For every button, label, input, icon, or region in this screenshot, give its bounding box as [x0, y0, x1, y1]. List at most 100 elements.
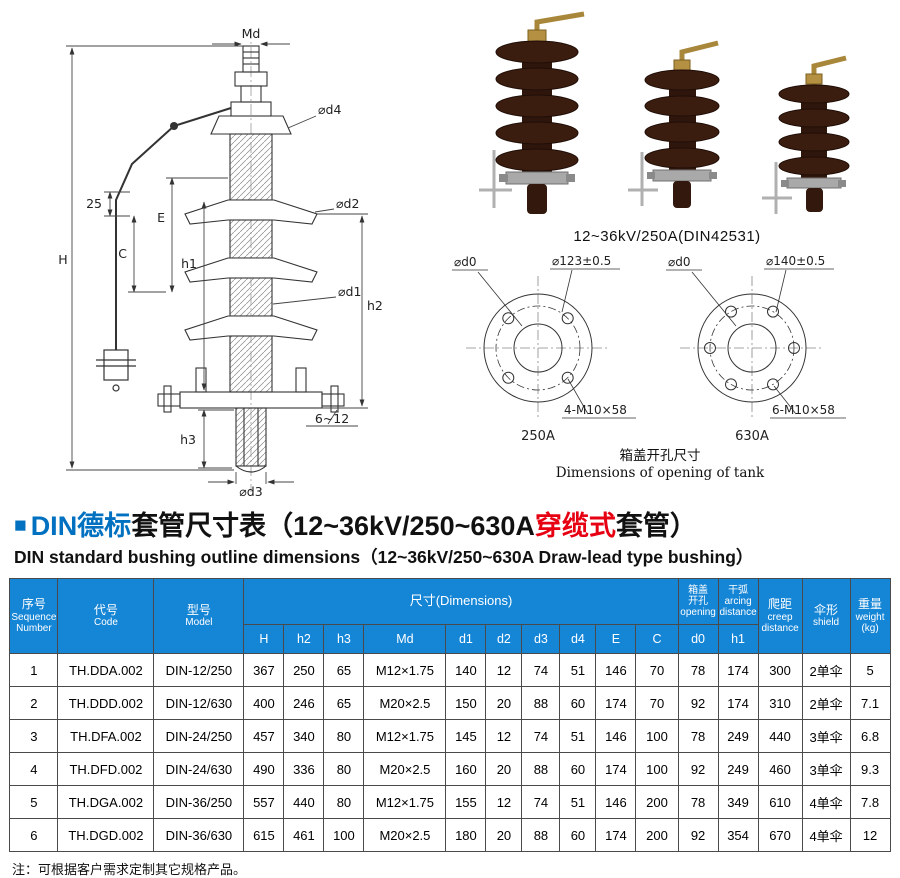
flange-drawings: ⌀d0 ⌀123±0.5 4-M10×58 250A	[430, 252, 890, 453]
table-cell: 100	[635, 719, 679, 753]
table-cell: M12×1.75	[363, 653, 447, 687]
table-cell: 100	[635, 752, 679, 786]
header-model: 型号 Model	[153, 578, 245, 654]
table-cell: TH.DGA.002	[57, 785, 155, 819]
table-cell: 300	[757, 653, 803, 687]
table-cell: 12	[485, 719, 523, 753]
dim-h2: h2	[367, 298, 383, 313]
table-cell: 78	[677, 719, 719, 753]
header-col-d1: d1	[445, 624, 487, 654]
table-cell: 88	[521, 752, 561, 786]
product-photos	[442, 10, 892, 229]
header-col-H: H	[243, 624, 285, 654]
table-cell: DIN-24/250	[153, 719, 245, 753]
table-cell: 12	[485, 785, 523, 819]
table-cell: 74	[521, 719, 561, 753]
flange-caption-cn: 箱盖开孔尺寸	[619, 448, 701, 463]
table-cell: 146	[595, 785, 637, 819]
flange-630a-dia-label: ⌀140±0.5	[766, 254, 825, 268]
title-red-part: 穿缆式	[534, 511, 616, 541]
header-col-d4: d4	[559, 624, 597, 654]
page-title: ■DIN德标套管尺寸表（12~36kV/250~630A穿缆式套管）	[14, 504, 900, 543]
flange-caption: 箱盖开孔尺寸 Dimensions of opening of tank	[430, 448, 890, 482]
table-cell: TH.DDD.002	[57, 686, 155, 720]
outline-drawing: Md ⌀d4 ⌀d2 ⌀d1 H 25 C E h1 h2 h3 6~12 ⌀d…	[6, 4, 438, 503]
table-cell: 200	[635, 818, 679, 852]
flange-630a-d0-label: ⌀d0	[668, 255, 690, 269]
dim-d2: ⌀d2	[336, 196, 359, 211]
table-cell: 74	[521, 653, 561, 687]
header-weight: 重量 weight (kg)	[849, 578, 891, 654]
title-block: ■DIN德标套管尺寸表（12~36kV/250~630A穿缆式套管） DIN s…	[0, 500, 900, 569]
dimension-labels: Md ⌀d4 ⌀d2 ⌀d1 H 25 C E h1 h2 h3 6~12 ⌀d…	[58, 26, 383, 499]
table-cell: M20×2.5	[363, 818, 447, 852]
table-cell: 88	[521, 686, 561, 720]
dim-e: E	[157, 210, 165, 225]
flange-caption-en: Dimensions of opening of tank	[555, 464, 765, 481]
table-cell: 5	[849, 653, 891, 687]
header-col-d0: d0	[677, 624, 719, 654]
table-cell: 9.3	[849, 752, 891, 786]
table-cell: M12×1.75	[363, 785, 447, 819]
table-cell: 92	[677, 752, 719, 786]
table-cell: 310	[757, 686, 803, 720]
table-cell: 145	[445, 719, 487, 753]
table-cell: 3单伞	[801, 752, 851, 786]
table-cell: 60	[559, 752, 597, 786]
table-cell: 65	[323, 686, 365, 720]
table-cell: DIN-12/630	[153, 686, 245, 720]
header-col-h3: h3	[323, 624, 365, 654]
table-cell: 88	[521, 818, 561, 852]
table-cell: 340	[283, 719, 325, 753]
table-cell: 440	[757, 719, 803, 753]
table-cell: M12×1.75	[363, 719, 447, 753]
bushing-photo-3	[762, 55, 850, 214]
table-cell: 160	[445, 752, 487, 786]
dim-6-12: 6~12	[315, 411, 349, 426]
table-cell: 146	[595, 653, 637, 687]
table-cell: 610	[757, 785, 803, 819]
table-header: 序号 Sequence Number 代号 Code 型号 Model 尺寸(D…	[9, 578, 891, 654]
table-cell: 7.8	[849, 785, 891, 819]
table-cell: 3	[9, 719, 59, 753]
table-cell: 174	[595, 818, 637, 852]
table-cell: 174	[595, 752, 637, 786]
table-cell: 92	[677, 818, 719, 852]
table-cell: 140	[445, 653, 487, 687]
footer-note: 注：可根据客户需求定制其它规格产品。	[12, 862, 247, 877]
table-cell: 70	[635, 686, 679, 720]
title-marker-icon: ■	[14, 514, 27, 537]
table-cell: 60	[559, 818, 597, 852]
table-cell: 150	[445, 686, 487, 720]
table-cell: M20×2.5	[363, 686, 447, 720]
dimensions-table: 序号 Sequence Number 代号 Code 型号 Model 尺寸(D…	[9, 578, 891, 852]
dim-h3: h3	[180, 432, 196, 447]
flange-250a-d0-label: ⌀d0	[454, 255, 476, 269]
header-col-Md: Md	[363, 624, 447, 654]
table-cell: 2	[9, 686, 59, 720]
table-cell: 155	[445, 785, 487, 819]
dim-d1: ⌀d1	[338, 284, 361, 299]
dim-md: Md	[242, 26, 261, 41]
flange-630a-name: 630A	[735, 429, 769, 444]
table-cell: 5	[9, 785, 59, 819]
header-col-d2: d2	[485, 624, 523, 654]
flange-250a-name: 250A	[521, 429, 555, 444]
table-cell: 174	[595, 686, 637, 720]
header-col-h1: h1	[717, 624, 759, 654]
table-cell: 615	[243, 818, 285, 852]
table-cell: 200	[635, 785, 679, 819]
table-cell: 51	[559, 785, 597, 819]
flange-250a-dia-label: ⌀123±0.5	[552, 254, 611, 268]
dim-h1: h1	[181, 256, 197, 271]
table-cell: DIN-36/250	[153, 785, 245, 819]
table-cell: 249	[717, 719, 759, 753]
top-graphics-region: Md ⌀d4 ⌀d2 ⌀d1 H 25 C E h1 h2 h3 6~12 ⌀d…	[6, 4, 892, 503]
table-cell: 12	[485, 653, 523, 687]
header-arcing: 干弧 arcing distance	[717, 578, 759, 625]
table-cell: 557	[243, 785, 285, 819]
